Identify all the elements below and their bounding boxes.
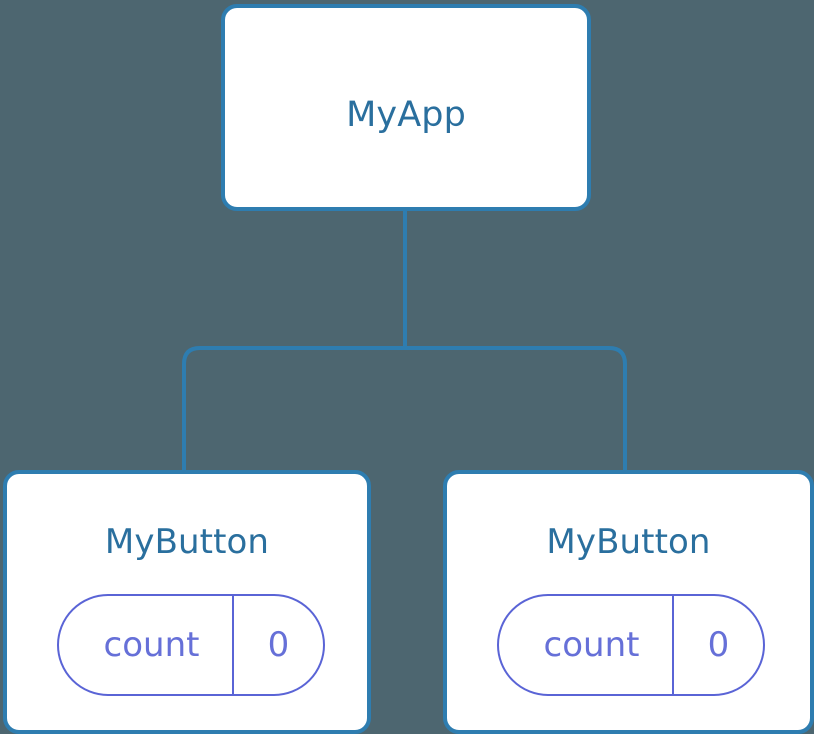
- state-pill-0-key: count: [103, 625, 200, 665]
- state-pill-1[interactable]: count 0: [497, 594, 765, 696]
- state-pill-1-divider: [672, 596, 674, 694]
- node-mybutton-0[interactable]: MyButton count 0: [3, 470, 371, 734]
- node-mybutton-0-label: MyButton: [104, 522, 270, 562]
- state-pill-0-divider: [232, 596, 234, 694]
- edge-branch-right: [405, 346, 627, 472]
- state-pill-1-value: 0: [707, 625, 730, 665]
- state-pill-1-key: count: [543, 625, 640, 665]
- node-myapp-label: MyApp: [346, 95, 466, 135]
- node-mybutton-1[interactable]: MyButton count 0: [443, 470, 814, 734]
- node-myapp[interactable]: MyApp: [221, 4, 591, 211]
- state-pill-0-value: 0: [267, 625, 290, 665]
- state-pill-0[interactable]: count 0: [57, 594, 325, 696]
- node-mybutton-1-label: MyButton: [546, 522, 711, 562]
- edge-branch-left: [182, 346, 405, 472]
